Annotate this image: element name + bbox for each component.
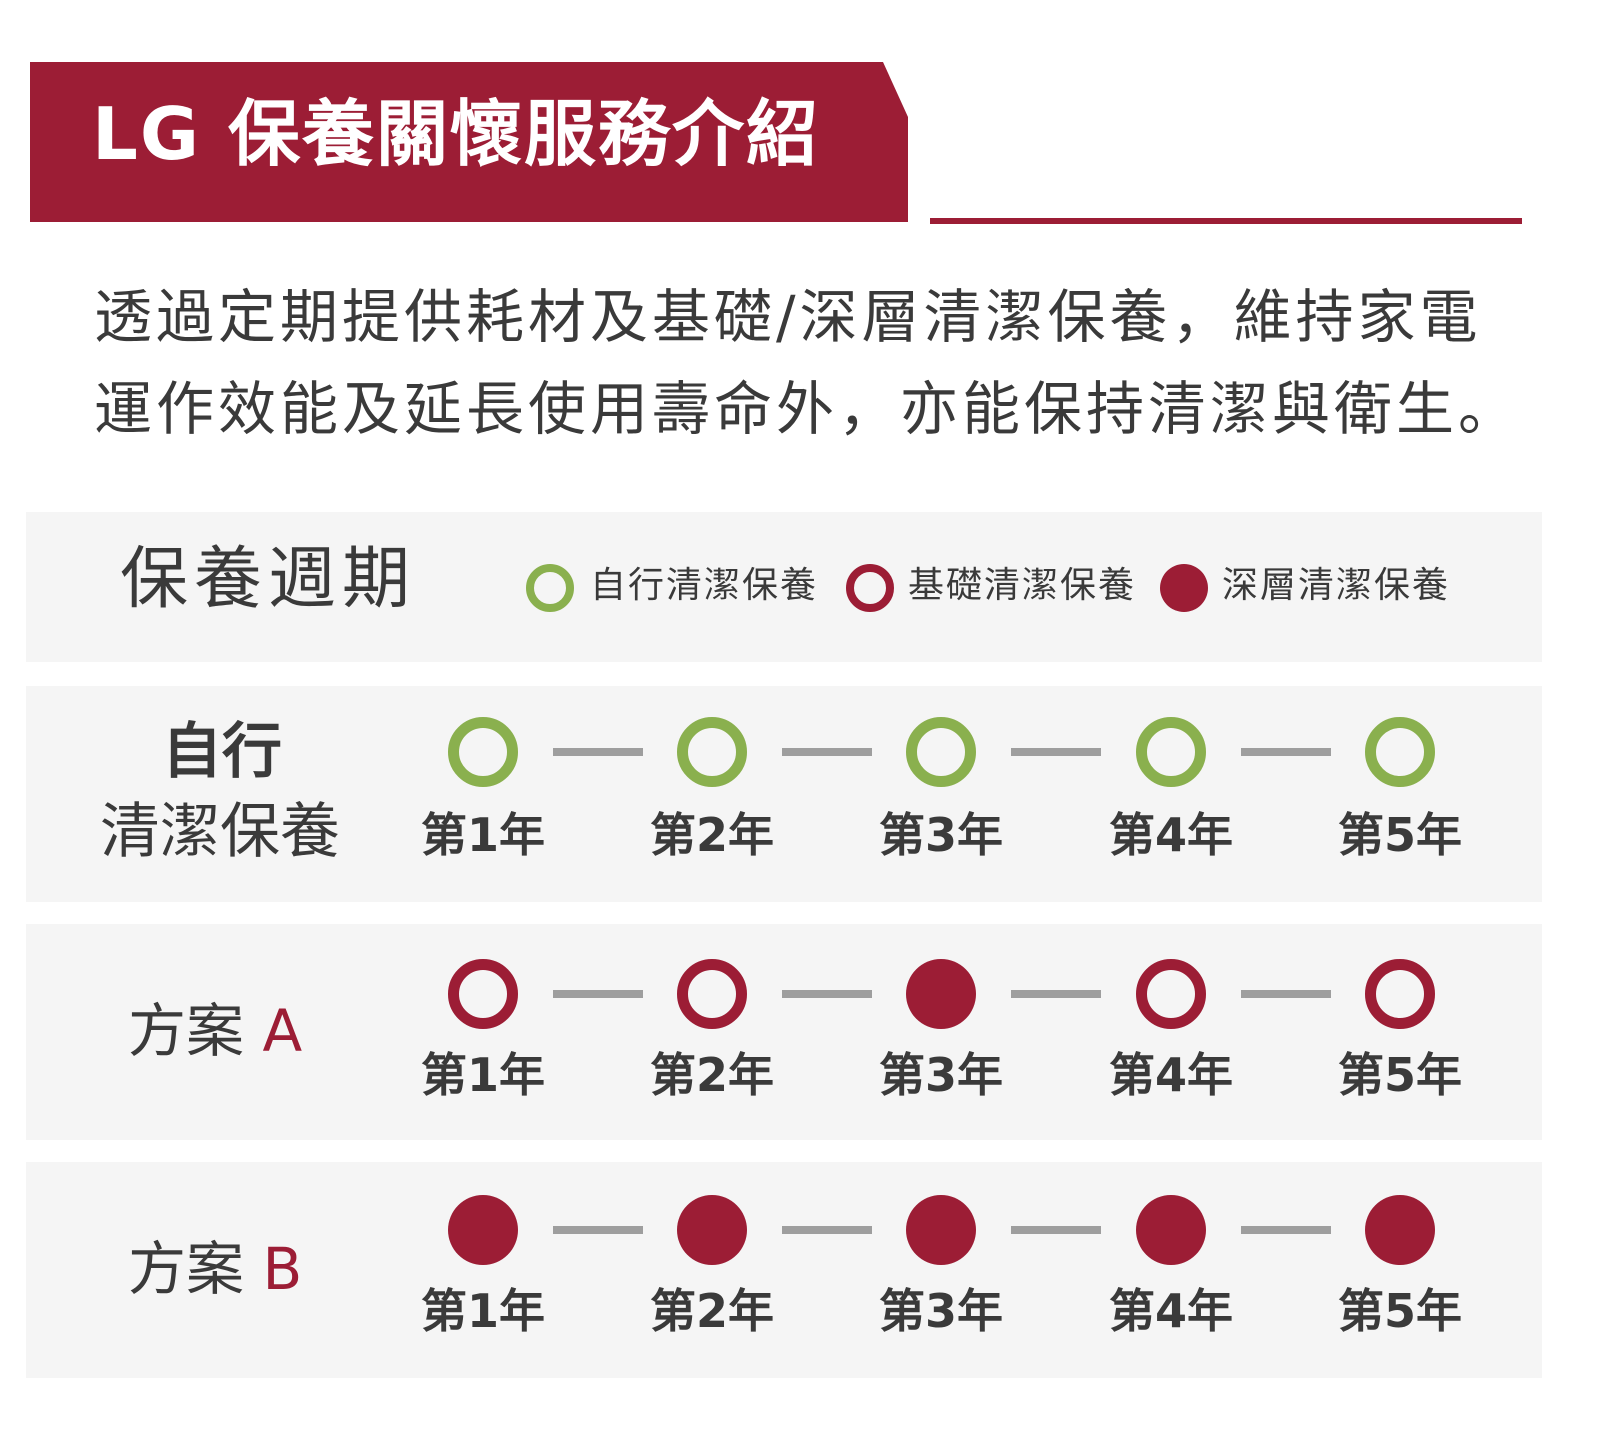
row-label-self-accent: 自行 [162, 717, 282, 787]
red-dot-icon [1160, 564, 1208, 612]
legend-panel [26, 512, 1542, 662]
timeline-connector [552, 748, 643, 756]
year-label-self: 第5年 [1337, 808, 1462, 862]
schedule-row-self [26, 686, 1542, 902]
red-ring-icon [1365, 959, 1435, 1029]
red-ring-icon [846, 564, 894, 612]
year-label-plan-b: 第5年 [1337, 1284, 1462, 1338]
red-dot-icon [906, 1195, 976, 1265]
timeline-connector [1011, 748, 1101, 756]
red-ring-icon [448, 959, 518, 1029]
red-dot-icon [1365, 1195, 1435, 1265]
timeline-connector [781, 748, 872, 756]
legend-label-self-care: 自行清潔保養 [590, 565, 819, 606]
timeline-connector [781, 1226, 872, 1234]
green-ring-icon [1365, 717, 1435, 787]
timeline-connector [1011, 990, 1101, 998]
green-ring-icon [1136, 717, 1206, 787]
year-label-plan-a: 第4年 [1108, 1048, 1233, 1102]
description-line-1: 透過定期提供耗材及基礎/深層清潔保養，維持家電 [94, 283, 1482, 351]
legend-label-deep-care: 深層清潔保養 [1222, 565, 1451, 606]
red-dot-icon [1136, 1195, 1206, 1265]
row-label-self-main: 清潔保養 [100, 797, 340, 867]
description-line-2: 運作效能及延長使用壽命外，亦能保持清潔與衛生。 [94, 375, 1521, 443]
red-dot-icon [677, 1195, 747, 1265]
red-dot-icon [906, 959, 976, 1029]
timeline-connector [552, 1226, 643, 1234]
legend-title: 保養週期 [120, 540, 417, 619]
year-label-plan-b: 第3年 [878, 1284, 1003, 1338]
schedule-row-plan-b [26, 1162, 1542, 1378]
header-banner [30, 62, 908, 222]
timeline-connector [1011, 1226, 1101, 1234]
year-label-plan-b: 第1年 [420, 1284, 545, 1338]
row-label-plan-b-accent: B [262, 1235, 303, 1303]
page-title: LG 保養關懷服務介紹 [92, 92, 821, 176]
year-label-plan-a: 第5年 [1337, 1048, 1462, 1102]
year-label-plan-a: 第3年 [878, 1048, 1003, 1102]
year-label-self: 第2年 [649, 808, 774, 862]
row-label-plan-a-main: 方案 [128, 997, 245, 1065]
row-label-plan-a-accent: A [262, 997, 303, 1065]
legend-label-basic-care: 基礎清潔保養 [908, 565, 1137, 606]
red-ring-icon [1136, 959, 1206, 1029]
year-label-plan-a: 第2年 [649, 1048, 774, 1102]
red-ring-icon [677, 959, 747, 1029]
year-label-plan-a: 第1年 [420, 1048, 545, 1102]
timeline-connector [1240, 1226, 1331, 1234]
year-label-self: 第1年 [420, 808, 545, 862]
year-label-plan-b: 第4年 [1108, 1284, 1233, 1338]
year-label-self: 第4年 [1108, 808, 1233, 862]
red-dot-icon [448, 1195, 518, 1265]
timeline-connector [1240, 990, 1331, 998]
timeline-connector [781, 990, 872, 998]
timeline-connector [1240, 748, 1331, 756]
green-ring-icon [448, 717, 518, 787]
row-label-plan-b-main: 方案 [128, 1235, 245, 1303]
year-label-plan-b: 第2年 [649, 1284, 774, 1338]
header-divider [930, 218, 1522, 224]
green-ring-icon [906, 717, 976, 787]
schedule-row-plan-a [26, 924, 1542, 1140]
year-label-self: 第3年 [878, 808, 1003, 862]
timeline-connector [552, 990, 643, 998]
green-ring-icon [526, 564, 574, 612]
green-ring-icon [677, 717, 747, 787]
